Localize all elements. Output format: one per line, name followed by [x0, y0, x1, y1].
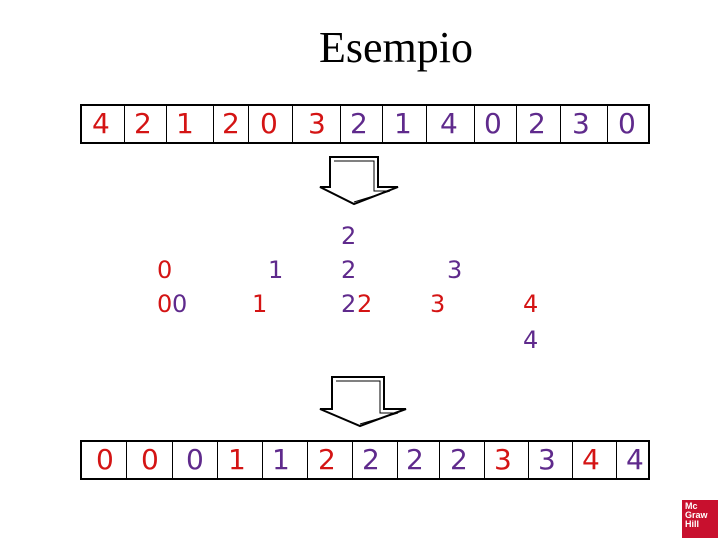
output-cell: 3	[494, 443, 512, 476]
output-cell: 2	[450, 443, 468, 476]
divider	[474, 106, 475, 142]
output-cell: 2	[406, 443, 424, 476]
bucket-2-value: 2	[341, 256, 357, 284]
bucket-4-value: 4	[523, 326, 539, 354]
divider	[426, 106, 427, 142]
output-cell: 4	[626, 443, 644, 476]
divider	[126, 442, 127, 478]
divider	[307, 442, 308, 478]
input-cell: 0	[484, 107, 502, 140]
input-cell: 0	[260, 107, 278, 140]
input-cell: 1	[176, 107, 194, 140]
output-cell: 3	[538, 443, 556, 476]
divider	[213, 106, 214, 142]
divider	[572, 442, 573, 478]
slide-title: Esempio	[319, 23, 473, 72]
output-cell: 0	[96, 443, 114, 476]
divider	[560, 106, 561, 142]
input-cell: 2	[528, 107, 546, 140]
bucket-1-value: 1	[252, 290, 268, 318]
divider	[172, 442, 173, 478]
output-cell: 2	[362, 443, 380, 476]
divider	[352, 442, 353, 478]
divider	[607, 106, 608, 142]
logo-text: Mc	[685, 501, 698, 511]
divider	[262, 442, 263, 478]
divider	[439, 442, 440, 478]
down-arrow-icon	[319, 376, 407, 428]
divider	[248, 106, 249, 142]
bucket-1-value: 1	[268, 256, 284, 284]
divider	[124, 106, 125, 142]
input-array: 4 2 1 2 0 3 2 1 4 0 2 3 0	[80, 104, 650, 144]
bucket-3-value: 3	[430, 290, 446, 318]
output-cell: 1	[272, 443, 290, 476]
divider	[616, 442, 617, 478]
mcgraw-hill-logo: Mc Graw Hill	[682, 500, 718, 538]
divider	[217, 442, 218, 478]
output-cell: 1	[228, 443, 246, 476]
bucket-4-value: 4	[523, 290, 539, 318]
divider	[292, 106, 293, 142]
output-array: 0 0 0 1 1 2 2 2 2 3 3 4 4	[80, 440, 650, 480]
divider	[382, 106, 383, 142]
logo-text: Hill	[685, 519, 700, 529]
bucket-0-value: 0	[172, 290, 188, 318]
input-cell: 3	[572, 107, 590, 140]
divider	[528, 442, 529, 478]
output-cell: 0	[141, 443, 159, 476]
bucket-0-value: 0	[157, 290, 173, 318]
input-cell: 4	[92, 107, 110, 140]
bucket-2-value: 2	[357, 290, 373, 318]
output-cell: 0	[186, 443, 204, 476]
input-cell: 0	[618, 107, 636, 140]
bucket-2-value: 2	[341, 222, 357, 250]
bucket-3-value: 3	[447, 256, 463, 284]
input-cell: 4	[440, 107, 458, 140]
input-cell: 2	[134, 107, 152, 140]
divider	[166, 106, 167, 142]
down-arrow-icon	[319, 156, 399, 206]
divider	[484, 442, 485, 478]
divider	[340, 106, 341, 142]
input-cell: 2	[350, 107, 368, 140]
input-cell: 2	[222, 107, 240, 140]
output-cell: 2	[318, 443, 336, 476]
input-cell: 1	[394, 107, 412, 140]
output-cell: 4	[582, 443, 600, 476]
bucket-0-value: 0	[157, 256, 173, 284]
input-cell: 3	[308, 107, 326, 140]
divider	[516, 106, 517, 142]
logo-text: Graw	[685, 510, 708, 520]
bucket-2-value: 2	[341, 290, 357, 318]
divider	[397, 442, 398, 478]
